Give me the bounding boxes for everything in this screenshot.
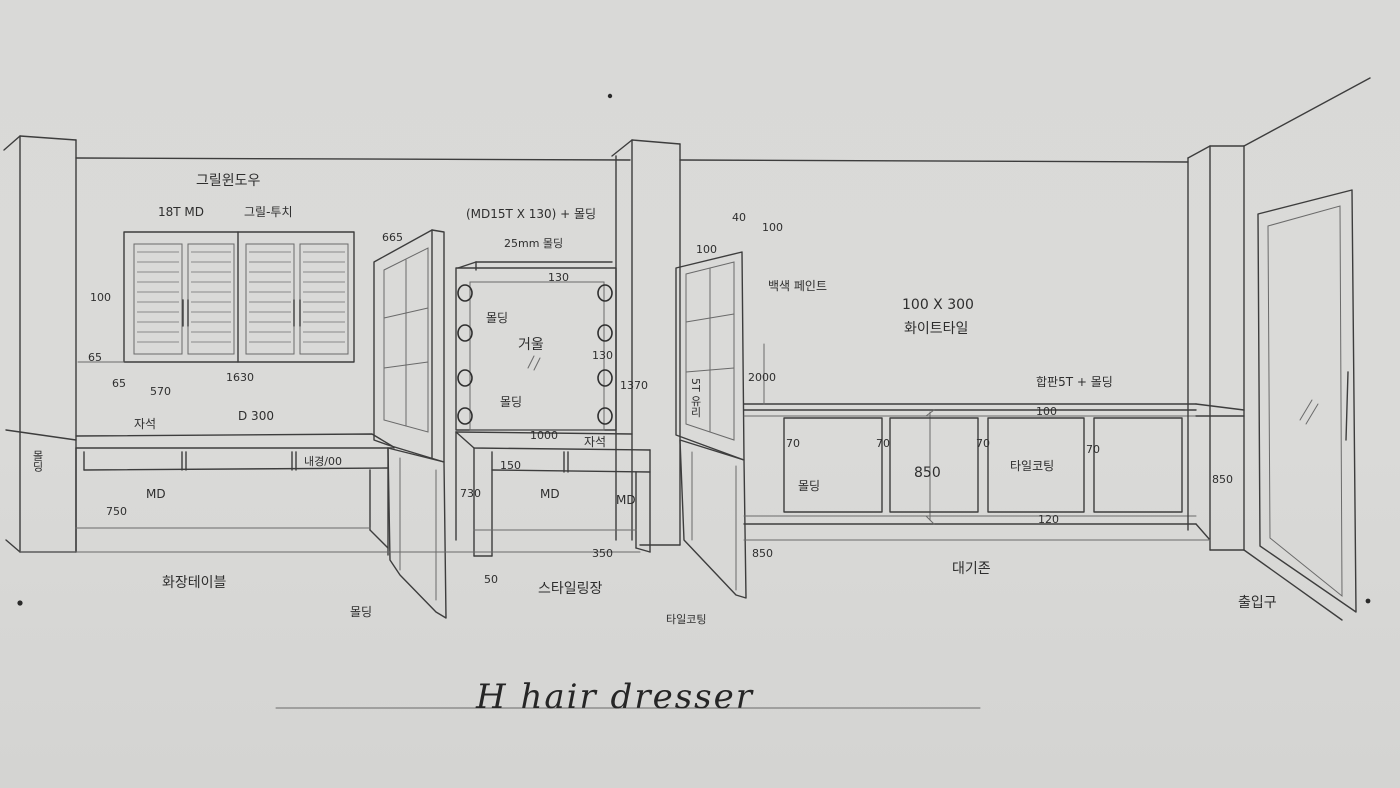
label-md-mark-right: MD [616,493,636,507]
left-door [373,229,447,619]
label-drawer-d300: D 300 [238,409,274,423]
mirror-bulb [457,369,473,387]
mirror-bulb [597,284,613,302]
floor [19,539,1211,709]
label-tile-panel: 타일코팅 [1010,459,1055,473]
wainscot-panels [743,415,1197,517]
label-molding-panel: 몰딩 [798,479,821,493]
label-dim-70-b: 70 [876,437,890,450]
label-white-paint: 백색 페인트 [768,279,828,293]
label-entrance-zone: 출입구 [1238,595,1277,611]
label-dim-150: 150 [500,459,521,472]
label-dim-750: 750 [106,505,127,518]
mirror-bulb [597,369,613,387]
label-drawer-detail: 내경/00 [304,455,342,468]
label-grill-paint: 그릴-투치 [244,205,293,219]
label-tile-floor: 타일코팅 [666,613,707,626]
label-door-5t: 5T 유리 [689,378,702,418]
grill-window [77,231,355,363]
label-drawer-top: 자석 [134,417,157,431]
mirror-bulb [597,407,613,425]
label-waiting-zone: 대기존 [952,561,991,577]
label-molding-bottom: 몰딩 [500,395,523,409]
label-left-dim-65b: 65 [112,377,126,390]
label-door-molding: 몰딩 [350,605,373,619]
label-dim-1000: 1000 [530,429,558,442]
label-dim-850-left: 850 [752,547,773,560]
label-dim-100-panel: 100 [1036,405,1057,418]
left-back-wall [75,157,631,161]
label-left-dim-100: 100 [90,291,111,304]
label-dim-130: 130 [548,271,569,284]
label-door-665: 665 [382,231,403,244]
label-panel-material: 합판5T + 몰딩 [1036,375,1113,389]
right-back-wall [679,159,1197,525]
left-column [3,135,77,553]
label-dim-50: 50 [484,573,498,586]
center-pillar [611,139,681,546]
label-dim-120: 120 [1038,513,1059,526]
paper-hole [607,93,613,99]
mirror-bulb [597,324,613,342]
label-tile-size: 100 X 300 [902,297,974,313]
mirror-bulb [457,407,473,425]
label-molding-25: 25mm 몰딩 [504,237,564,250]
window-slats [137,251,345,343]
makeup-table [75,433,395,556]
label-tile-desc: 화이트타일 [904,321,969,337]
label-dim-730: 730 [460,487,481,500]
paper-hole [1365,598,1371,604]
label-mirror: 거울 [518,337,544,353]
label-dim-40: 40 [732,211,746,224]
label-dim-2000: 2000 [748,371,776,384]
entrance-door [1243,189,1357,621]
label-dim-1370: 1370 [620,379,648,392]
right-pillar [1187,77,1371,551]
label-md-mark: MD [540,487,560,501]
label-window-width-1630: 1630 [226,371,254,384]
label-dim-70-a: 70 [786,437,800,450]
label-left-molding: 몰딩 [31,450,44,472]
paper-hole [17,600,23,606]
mirror-bulb [457,324,473,342]
label-glass-window: 그릴윈도우 [196,173,261,189]
label-dim-130-side: 130 [592,349,613,362]
sheet-title: H hair dresser [476,677,754,717]
label-dim-100-top: 100 [762,221,783,234]
label-mdf-18t: 18T MD [158,205,205,219]
styling-station [455,261,651,557]
label-window-width-570: 570 [150,385,171,398]
label-molding-in-mirror: 몰딩 [486,311,509,325]
label-dim-70-d: 70 [1086,443,1100,456]
label-dim-70-c: 70 [976,437,990,450]
label-dim-850: 850 [914,465,941,481]
label-mirror-frame: (MD15T X 130) + 몰딩 [466,207,597,221]
label-dim-100-door: 100 [696,243,717,256]
label-left-dim-65a: 65 [88,351,102,364]
label-dim-850-right: 850 [1212,473,1233,486]
label-table-drawer: 자석 [584,435,607,449]
label-dim-350: 350 [592,547,613,560]
label-md-table: MD [146,487,166,501]
mirror-bulb [457,284,473,302]
label-styling-unit-zone: 스타일링장 [538,581,603,597]
right-door [675,251,747,599]
label-makeup-table-zone: 화장테이블 [162,575,227,591]
